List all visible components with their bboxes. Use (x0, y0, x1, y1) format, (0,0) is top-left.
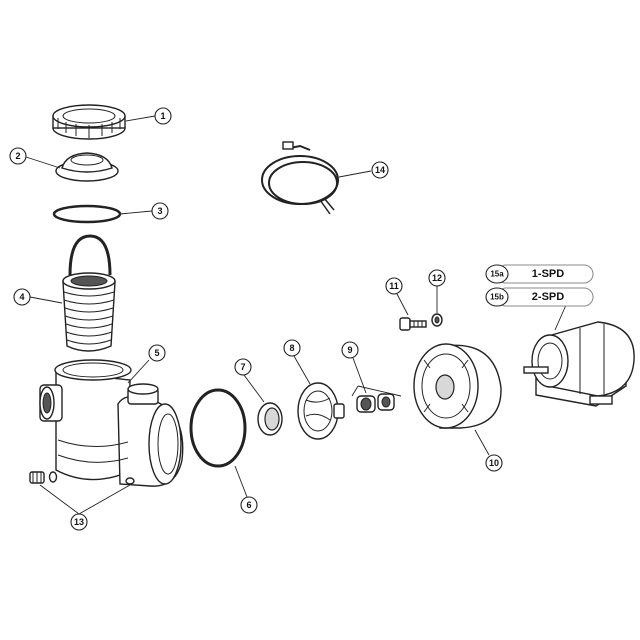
impeller (297, 382, 345, 440)
lid-lock-ring (52, 104, 126, 140)
callout-13: 13 (70, 513, 88, 531)
callout-10: 10 (485, 454, 503, 472)
callout-3: 3 (151, 202, 169, 220)
svg-text:2: 2 (15, 151, 20, 161)
motor-option-15a: 15a 1-SPD (485, 264, 594, 284)
svg-text:4: 4 (19, 292, 24, 302)
leader-lines (25, 115, 567, 515)
housing-o-ring (189, 388, 247, 468)
callout-7: 7 (234, 358, 252, 376)
seal-plate (413, 343, 502, 429)
svg-text:10: 10 (489, 458, 499, 468)
svg-text:3: 3 (157, 206, 162, 216)
svg-text:15a: 15a (490, 270, 504, 279)
callout-8: 8 (283, 339, 301, 357)
svg-text:1-SPD: 1-SPD (532, 268, 564, 280)
svg-text:1: 1 (160, 111, 165, 121)
svg-text:15b: 15b (490, 293, 504, 302)
diffuser-seal-ring (257, 402, 283, 436)
washer (431, 313, 443, 327)
motor (523, 321, 635, 407)
callout-12: 12 (428, 269, 446, 287)
callout-5: 5 (148, 344, 166, 362)
shaft-seal-assembly (356, 393, 395, 413)
callout-6: 6 (240, 496, 258, 514)
power-cord (261, 141, 339, 215)
svg-text:2-SPD: 2-SPD (532, 291, 564, 303)
lid-o-ring (52, 204, 122, 224)
callout-2: 2 (9, 147, 27, 165)
svg-text:5: 5 (154, 348, 159, 358)
svg-text:11: 11 (389, 281, 399, 291)
callout-11: 11 (385, 277, 403, 295)
mounting-bolt (399, 317, 427, 331)
svg-text:9: 9 (347, 345, 352, 355)
strainer-basket (62, 234, 116, 352)
strainer-lid (55, 152, 119, 182)
pump-housing (39, 359, 184, 487)
motor-option-15b: 15b 2-SPD (485, 287, 594, 307)
svg-text:13: 13 (74, 517, 84, 527)
svg-text:8: 8 (289, 343, 294, 353)
svg-text:12: 12 (432, 273, 442, 283)
callout-1: 1 (154, 107, 172, 125)
callout-14: 14 (371, 161, 389, 179)
svg-text:7: 7 (240, 362, 245, 372)
svg-text:6: 6 (246, 500, 251, 510)
svg-text:14: 14 (375, 165, 385, 175)
callout-4: 4 (13, 288, 31, 306)
callout-9: 9 (341, 341, 359, 359)
drain-plug-set (29, 471, 58, 484)
